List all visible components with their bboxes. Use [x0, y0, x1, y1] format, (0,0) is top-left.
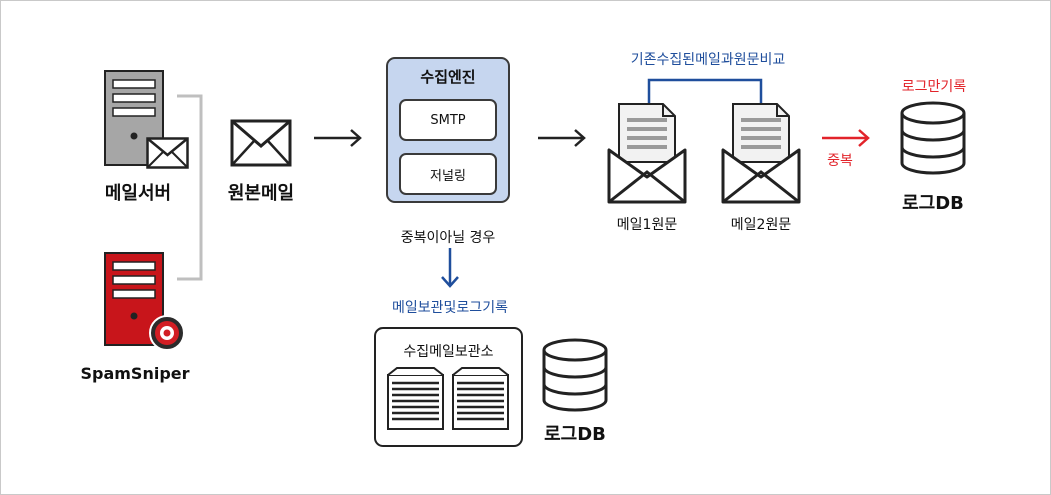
- arrow-icon: [538, 129, 586, 147]
- arrow-icon: [441, 248, 459, 288]
- open-envelope-icon: [721, 103, 801, 204]
- mail2-label: 메일2원문: [730, 217, 792, 233]
- bracket-connector: [177, 94, 203, 281]
- engine-module-journaling: 저널링: [399, 153, 497, 195]
- archive-box-title: 수집메일보관소: [403, 344, 494, 360]
- archive-flow-label: 메일보관및로그기록: [392, 300, 508, 316]
- document-stack-icon: [452, 367, 509, 430]
- not-duplicate-label: 중복이아닐 경우: [400, 230, 496, 246]
- log-db-label: 로그DB: [902, 193, 964, 214]
- spamsniper-label: SpamSniper: [80, 364, 190, 383]
- compare-bracket: [647, 78, 763, 104]
- envelope-icon: [230, 119, 292, 167]
- spamsniper-badge-icon: [149, 315, 185, 351]
- mail-server-label: 메일서버: [104, 183, 172, 204]
- engine-title: 수집엔진: [420, 68, 476, 86]
- open-envelope-icon: [607, 103, 687, 204]
- duplicate-label: 중복: [827, 153, 853, 169]
- log-only-label: 로그만기록: [901, 79, 967, 95]
- envelope-icon: [146, 137, 189, 169]
- document-stack-icon: [387, 367, 444, 430]
- collection-engine-box: 수집엔진 SMTP 저널링: [386, 57, 510, 203]
- mail1-label: 메일1원문: [616, 217, 678, 233]
- arrow-icon: [822, 129, 870, 147]
- archive-db-label: 로그DB: [544, 424, 606, 445]
- database-icon: [900, 101, 966, 175]
- original-mail-label: 원본메일: [227, 183, 295, 204]
- database-icon: [542, 338, 608, 412]
- engine-module-smtp: SMTP: [399, 99, 497, 141]
- arrow-icon: [314, 129, 362, 147]
- compare-label: 기존수집된메일과원문비교: [630, 52, 786, 68]
- red-server-icon: [104, 252, 164, 346]
